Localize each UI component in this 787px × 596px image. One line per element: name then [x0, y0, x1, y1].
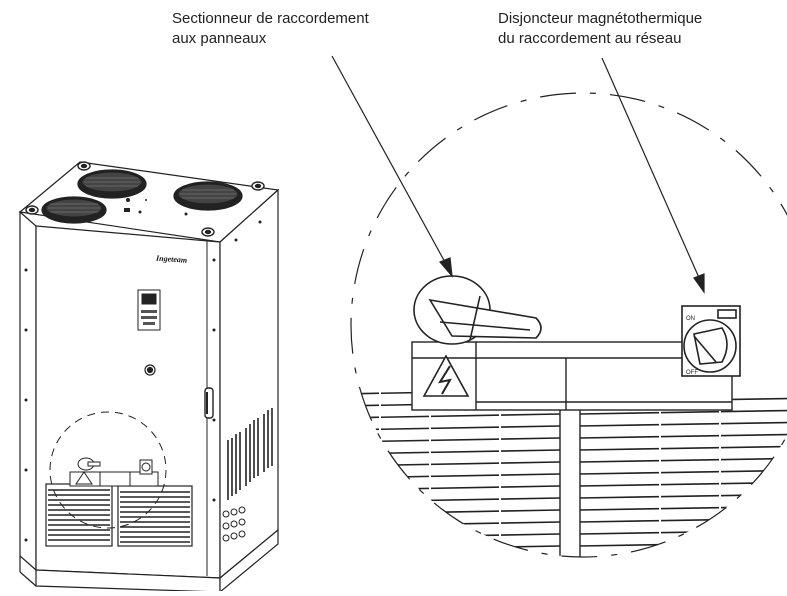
front-grille-slats	[48, 489, 190, 543]
control-display	[137, 289, 161, 331]
cabinet-right-side	[219, 188, 279, 580]
breaker-switch	[681, 305, 741, 377]
zoom-mounting-plate	[411, 341, 733, 411]
fan-icon	[173, 181, 243, 211]
detail-marker-circle	[49, 411, 167, 529]
callout-panel-disconnect: Sectionneur de raccordement aux panneaux	[172, 9, 369, 49]
zoom-center-post	[559, 383, 581, 557]
detail-zoom-circle	[350, 92, 787, 558]
breaker-off-label: OFF	[686, 370, 698, 376]
fan-icon	[41, 196, 107, 224]
cable-glands	[222, 506, 246, 542]
emergency-knob	[144, 364, 156, 376]
handle-icon	[413, 275, 542, 345]
brand-logo: Ingeteam	[155, 254, 188, 265]
cabinet-base-side	[219, 528, 279, 594]
cabinet-left-side	[19, 210, 37, 572]
cabinet-rivets	[24, 220, 262, 542]
callout-leaders	[331, 55, 705, 294]
fan-icon	[77, 169, 147, 199]
callout-panel-disconnect-line-2: aux panneaux	[172, 30, 267, 47]
callout-grid-breaker-line-1: Disjoncteur magnétothermique	[498, 10, 703, 27]
cabinet-switch-plate	[69, 457, 159, 487]
top-markings	[124, 198, 188, 216]
callout-grid-breaker-line-2: du raccordement au réseau	[498, 30, 682, 47]
side-grille	[227, 408, 273, 500]
breaker-on-label: ON	[686, 316, 695, 322]
lifting-eye-icon	[25, 161, 265, 237]
callout-panel-disconnect-line-1: Sectionneur de raccordement	[172, 10, 369, 27]
callout-grid-breaker: Disjoncteur magnétothermique du raccorde…	[498, 9, 702, 49]
detail-zoom: ON OFF	[351, 93, 787, 557]
warning-lightning-icon	[422, 354, 470, 397]
